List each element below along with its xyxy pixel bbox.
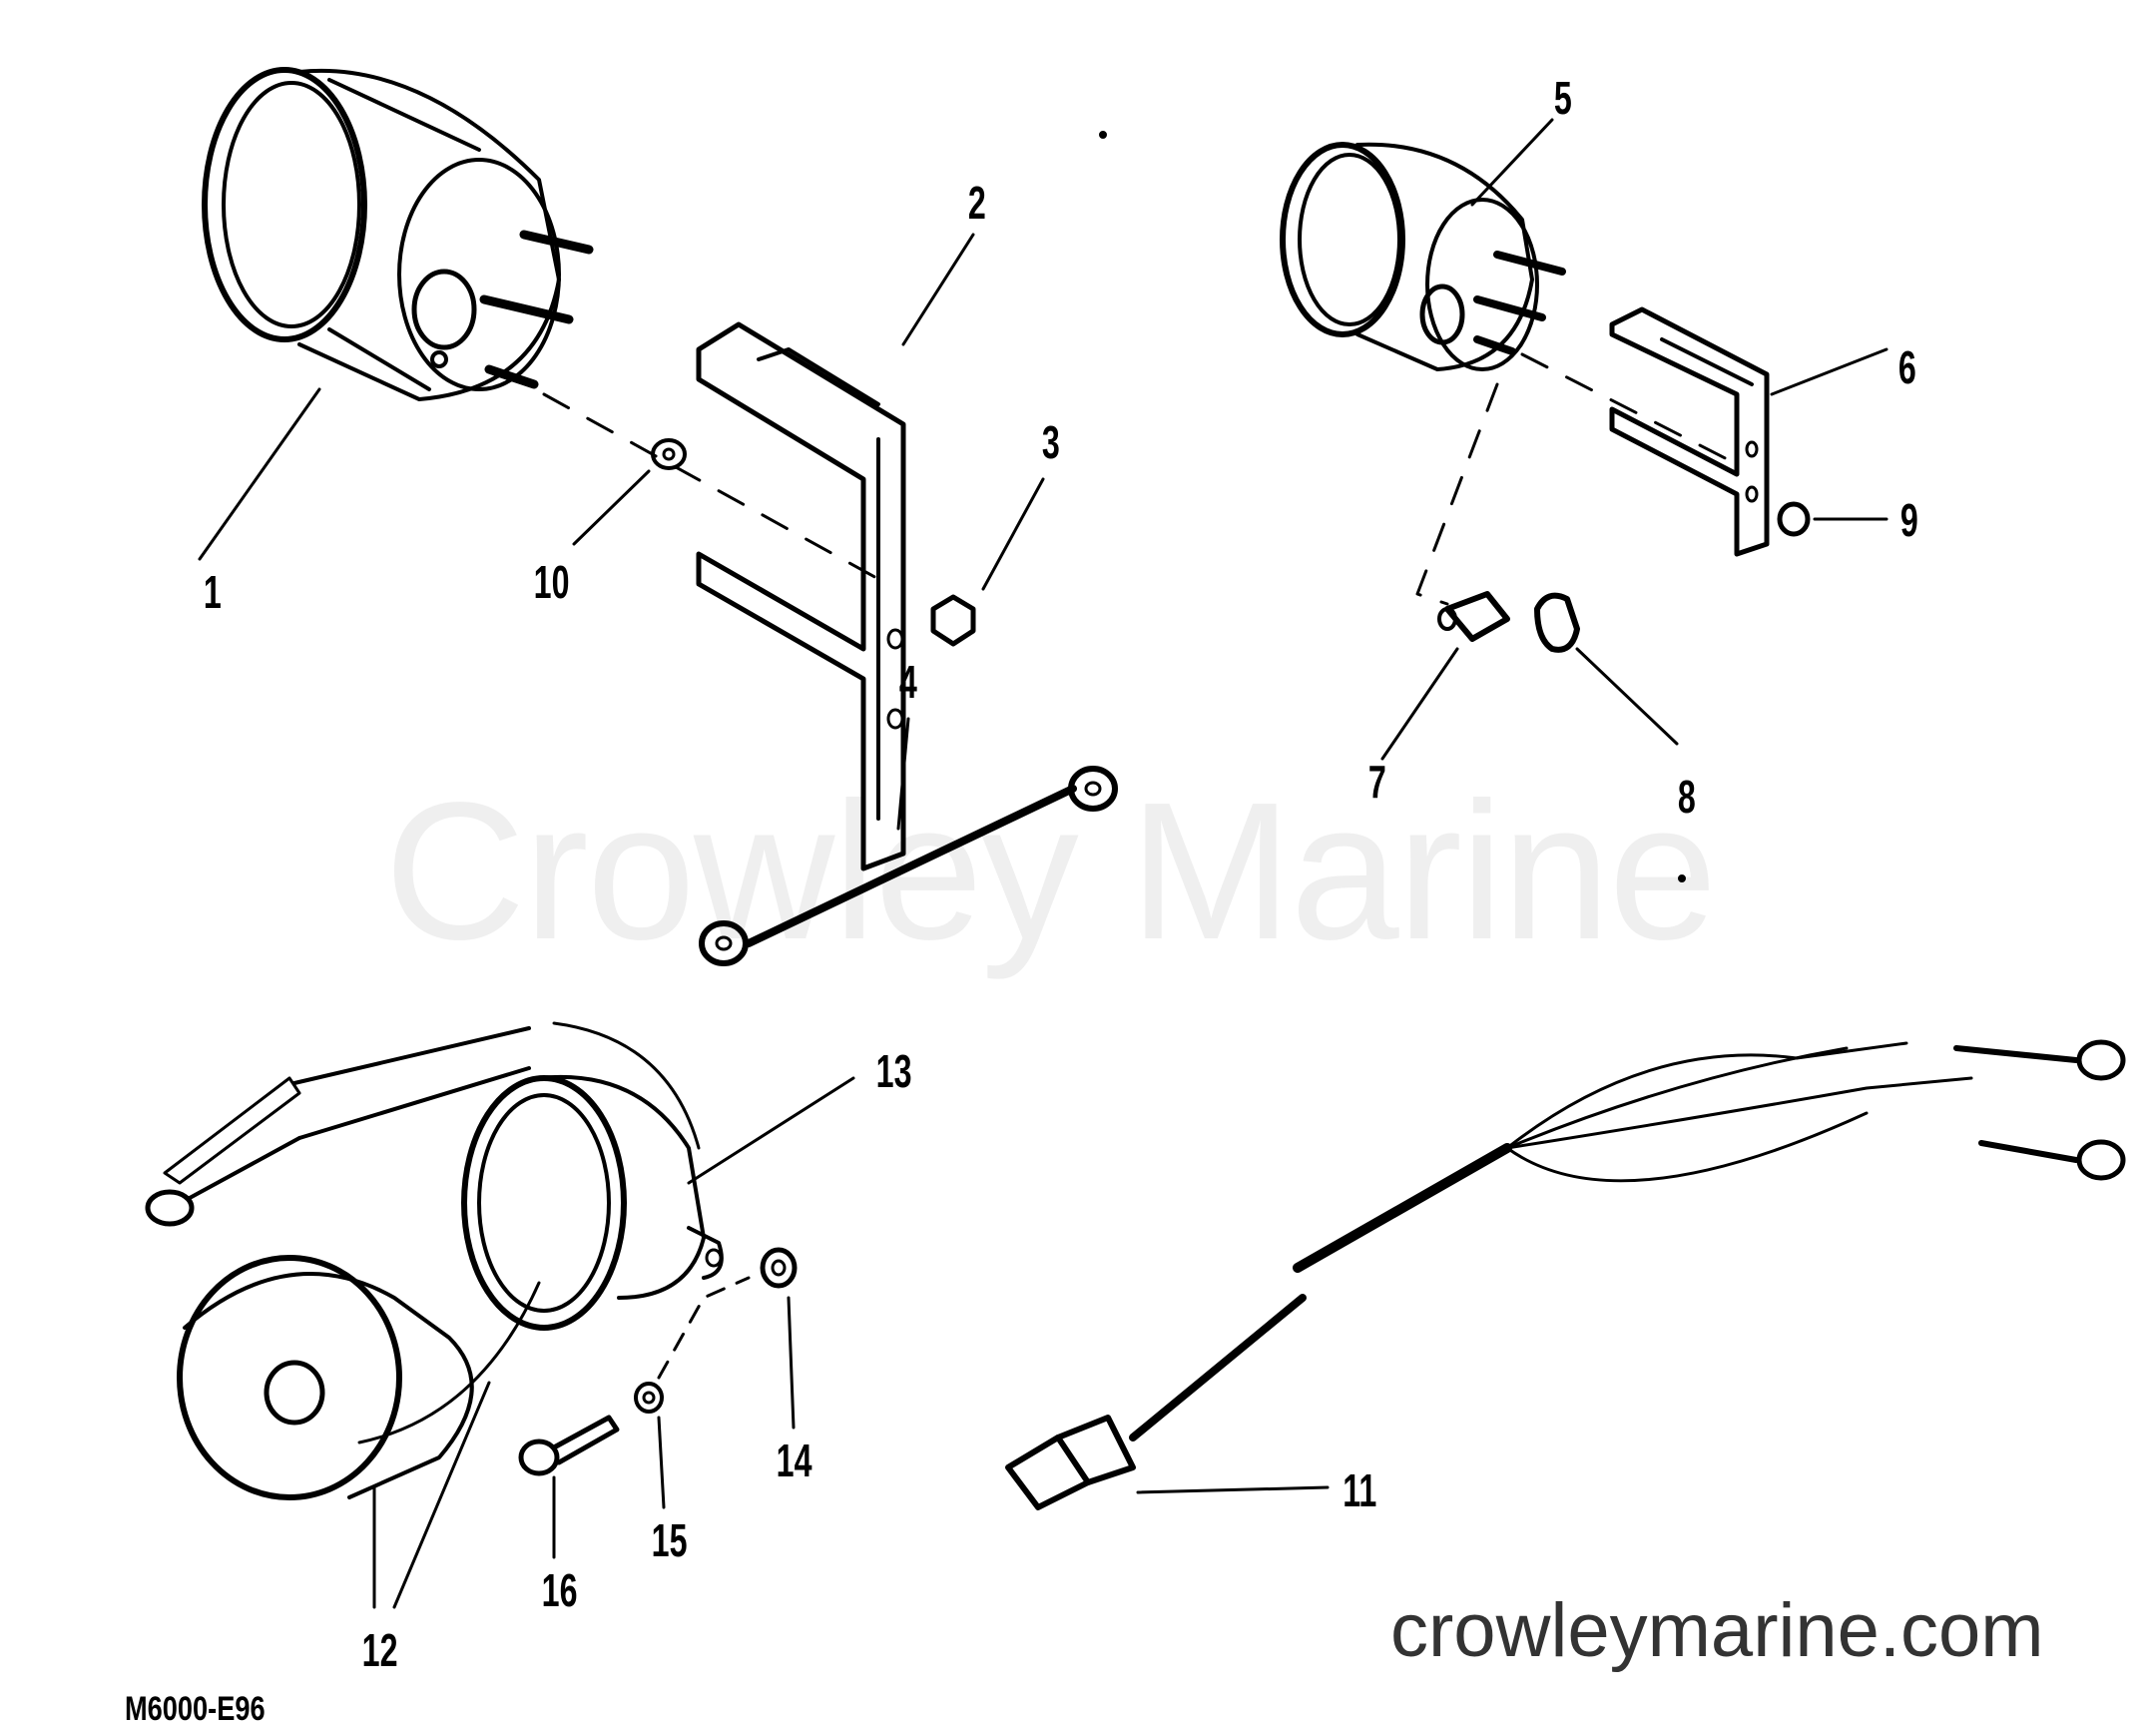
callout-5: 5: [1553, 72, 1572, 124]
callout-1: 1: [203, 566, 222, 618]
callout-14: 14: [776, 1435, 812, 1486]
bulb-8[interactable]: [1534, 592, 1580, 653]
callout-15: 15: [651, 1514, 688, 1566]
callout-11: 11: [1343, 1464, 1377, 1516]
screw-16[interactable]: [518, 1415, 620, 1476]
sender-cup[interactable]: [177, 1255, 541, 1500]
callout-2: 2: [967, 177, 986, 229]
sender-housing[interactable]: [145, 1021, 724, 1331]
washer-10[interactable]: [651, 438, 687, 470]
callout-12: 12: [361, 1624, 398, 1676]
callout-16: 16: [541, 1564, 578, 1616]
nut-3[interactable]: [930, 594, 976, 647]
callout-9: 9: [1899, 494, 1918, 546]
nut-9[interactable]: [1777, 501, 1811, 537]
leader-1: [198, 387, 321, 561]
gauge-large[interactable]: [202, 67, 594, 401]
bulb-socket-7[interactable]: [1437, 591, 1510, 642]
washer-14[interactable]: [760, 1247, 798, 1289]
bracket-small[interactable]: [1609, 306, 1770, 557]
callout-7: 7: [1367, 756, 1386, 808]
gauge-small[interactable]: [1280, 142, 1566, 371]
wiring-harness[interactable]: [1005, 1039, 2126, 1510]
callout-6: 6: [1897, 341, 1916, 393]
callout-10: 10: [533, 556, 570, 608]
callout-8: 8: [1677, 771, 1696, 823]
bracket-large[interactable]: [696, 321, 906, 871]
site-url: crowleymarine.com: [1390, 1588, 2044, 1673]
figure-code: M6000-E96: [125, 1690, 266, 1728]
callout-13: 13: [875, 1045, 912, 1097]
callout-3: 3: [1041, 416, 1060, 468]
washer-15[interactable]: [634, 1382, 664, 1414]
ground-strap[interactable]: [699, 766, 1118, 966]
callout-4: 4: [898, 656, 917, 708]
